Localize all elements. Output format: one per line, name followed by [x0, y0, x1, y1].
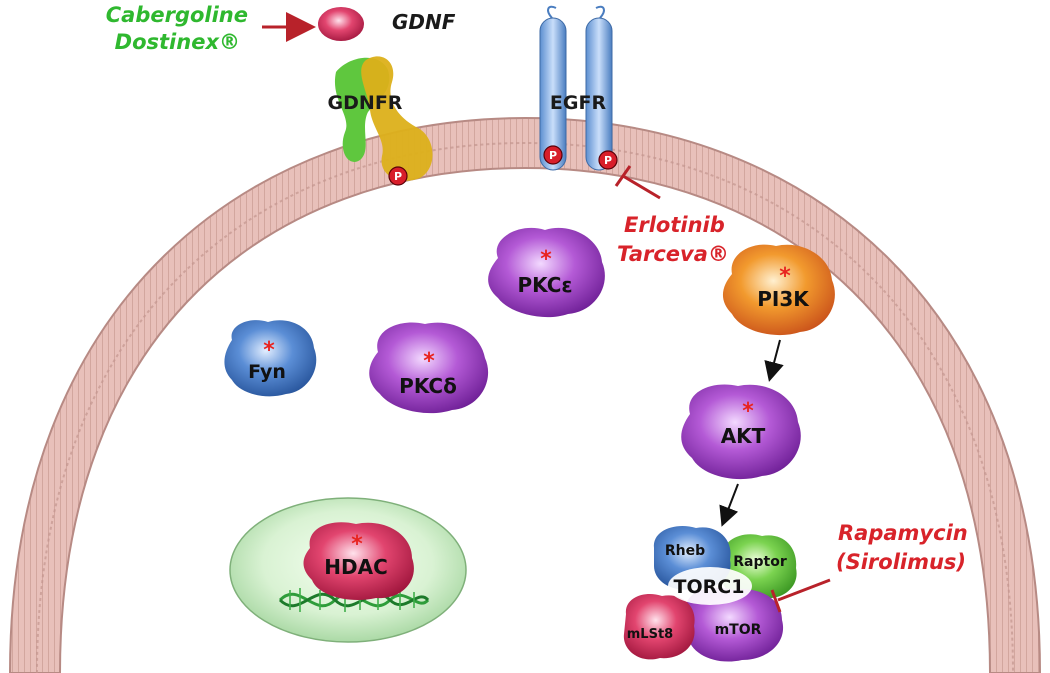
torc1-complex: Rheb Raptor TORC1 mLSt8 mTOR: [623, 526, 797, 662]
erlotinib-inhibition-line: [622, 174, 661, 200]
akt-label: AKT: [721, 424, 766, 448]
pi3k-to-akt-arrow: [764, 339, 784, 382]
egfr-receptor: EGFR P P: [539, 5, 618, 171]
tarceva-label: Tarceva®: [617, 242, 729, 266]
dostinex-label: Dostinex®: [115, 30, 240, 54]
hdac-protein: * HDAC: [303, 522, 414, 600]
akt-protein: * AKT: [681, 384, 801, 480]
hdac-label: HDAC: [324, 555, 388, 579]
pkce-label: PKCε: [517, 273, 572, 297]
pkcd-label: PKCδ: [399, 374, 457, 398]
egfr-label: EGFR: [550, 92, 607, 114]
pi3k-label: PI3K: [757, 287, 810, 311]
rapamycin-label: Rapamycin: [838, 521, 968, 545]
gdnf-label: GDNF: [392, 10, 456, 34]
pi3k-protein: * PI3K: [722, 244, 835, 336]
erlotinib-drug: Erlotinib Tarceva®: [614, 165, 729, 266]
pkcd-protein: * PKCδ: [369, 322, 489, 414]
gdnf-ligand: GDNF: [318, 7, 456, 41]
fyn-label: Fyn: [248, 361, 286, 383]
sirolimus-label: (Sirolimus): [836, 550, 966, 574]
rapamycin-inhibition-bar: [770, 589, 782, 613]
pkce-protein: * PKCε: [488, 227, 605, 318]
pi3k-star: *: [779, 264, 791, 289]
gdnfr-phospho: [388, 166, 408, 186]
rheb-label: Rheb: [665, 543, 705, 559]
torc1-label: TORC1: [674, 576, 745, 598]
pkcd-star: *: [423, 349, 435, 374]
cabergoline-drug: Cabergoline Dostinex®: [106, 3, 316, 54]
egfr-phospho-left-label: P: [549, 149, 557, 162]
rapamycin-inhibition-line: [777, 578, 831, 602]
rapamycin-drug: Rapamycin (Sirolimus): [770, 521, 968, 613]
akt-to-torc1-arrow: [719, 483, 739, 527]
cell-membrane: [8, 116, 1042, 673]
mtor-subunit: [686, 587, 784, 662]
erlotinib-label: Erlotinib: [624, 213, 725, 237]
gdnfr-label: GDNFR: [328, 92, 403, 114]
egfr-phospho-left: [543, 145, 563, 165]
pkce-star: *: [540, 247, 552, 272]
mtor-label: mTOR: [715, 622, 762, 638]
nucleus: * HDAC: [229, 497, 467, 643]
egfr-phospho-right: [598, 150, 618, 170]
gdnfr-phospho-label: P: [394, 170, 402, 183]
hdac-star: *: [351, 532, 363, 557]
egfr-phospho-right-label: P: [604, 154, 612, 167]
mlst8-label: mLSt8: [627, 627, 673, 642]
erlotinib-inhibition-bar: [614, 165, 632, 187]
fyn-protein: * Fyn: [224, 320, 317, 397]
gdnfr-receptor: GDNFR P: [328, 56, 433, 186]
fyn-star: *: [263, 338, 275, 363]
raptor-label: Raptor: [733, 554, 787, 570]
cabergoline-label: Cabergoline: [106, 3, 248, 27]
mlst8-subunit: [623, 594, 695, 660]
akt-star: *: [742, 399, 754, 424]
